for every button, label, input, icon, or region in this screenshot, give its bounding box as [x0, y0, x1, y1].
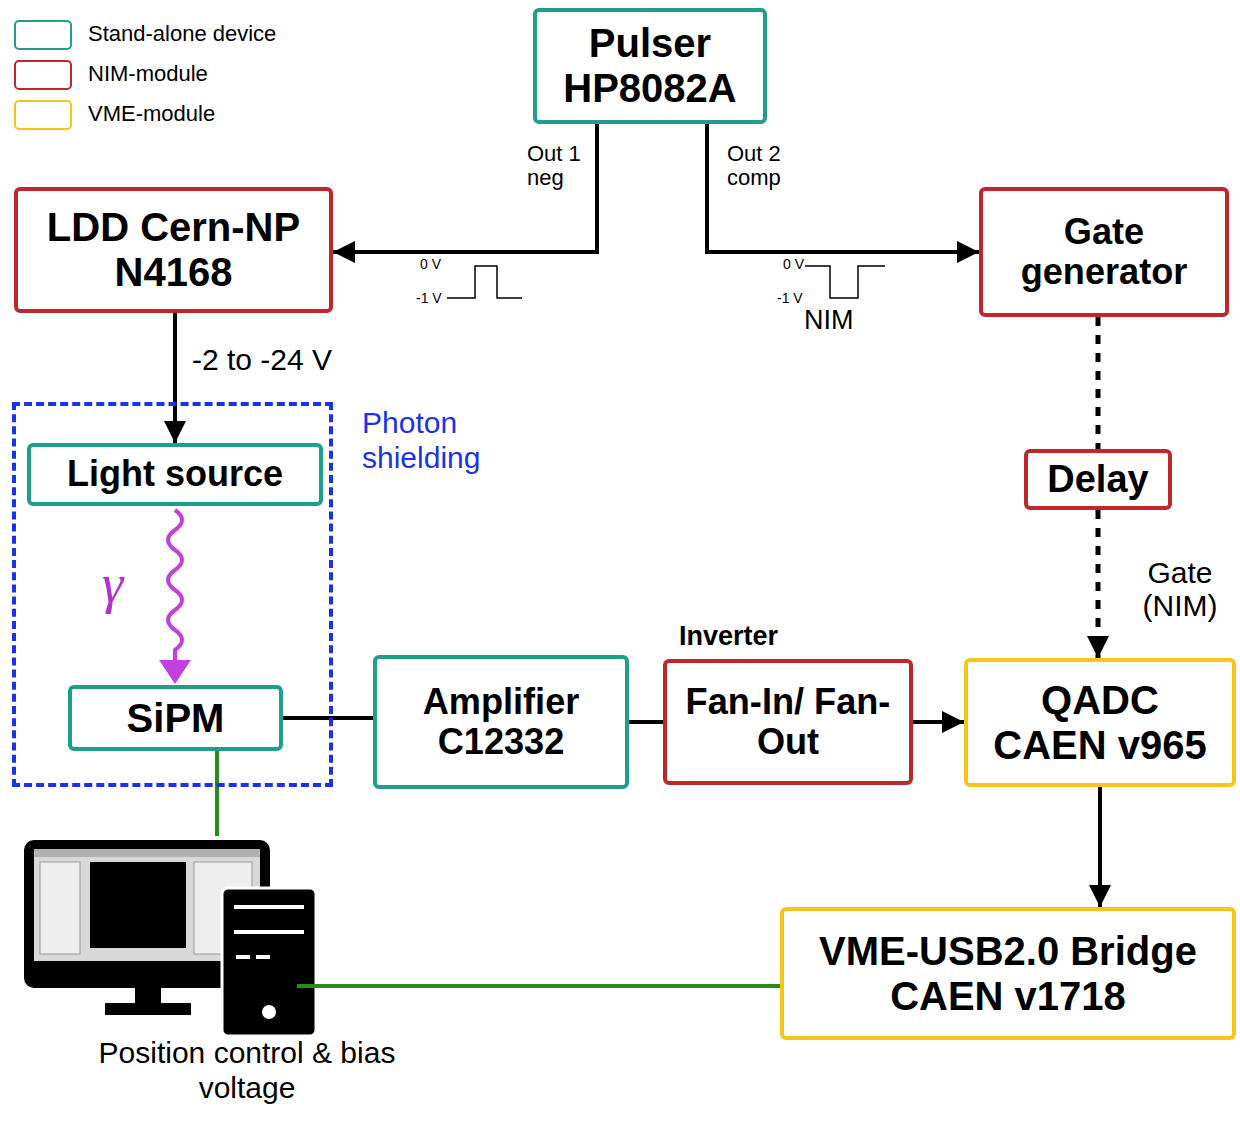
legend-text: VME-module — [88, 102, 215, 126]
edge-label: Out 1 neg — [527, 142, 599, 190]
device-box: Amplifier C12332 — [373, 655, 629, 789]
connector — [1098, 787, 1102, 907]
node-heading: Photon shielding — [362, 406, 532, 475]
connector — [1096, 510, 1101, 658]
photon-symbol: γ — [102, 555, 123, 614]
device-box: SiPM — [68, 685, 283, 751]
connector — [297, 984, 780, 988]
signal-label: 0 V — [783, 257, 804, 272]
nim-module-box: LDD Cern-NP N4168 — [14, 187, 333, 313]
photon-arrowhead — [159, 660, 191, 684]
vme-module-box: QADC CAEN v965 — [964, 658, 1236, 787]
node-label: Fan-In/ Fan-Out — [673, 682, 903, 763]
edge-label: Gate (NIM) — [1128, 556, 1232, 622]
node-label: VME-USB2.0 Bridge CAEN v1718 — [788, 929, 1228, 1019]
node-heading: Position control & bias voltage — [92, 1036, 402, 1105]
node-label: QADC CAEN v965 — [990, 678, 1210, 768]
shielding-region: Photon shieldingLight sourceSiPM — [12, 402, 333, 787]
photon-wave — [168, 510, 182, 662]
legend-text: NIM-module — [88, 62, 208, 86]
connector — [707, 124, 979, 252]
signal-label: NIM — [804, 306, 854, 336]
node-label: Light source — [67, 454, 283, 494]
edge-label: Out 2 comp — [727, 142, 807, 190]
node-label: LDD Cern-NP N4168 — [24, 205, 324, 295]
connector — [629, 720, 663, 724]
node-label: SiPM — [127, 696, 225, 741]
nim-module-box: Delay — [1024, 449, 1172, 510]
node-label: Amplifier C12332 — [383, 682, 619, 763]
connector — [173, 313, 177, 443]
legend-swatch — [14, 60, 72, 90]
node-label: Pulser HP8082A — [540, 21, 760, 111]
vme-module-box: VME-USB2.0 Bridge CAEN v1718 — [780, 907, 1236, 1040]
computer-icon — [24, 840, 316, 1036]
device-box: Light source — [27, 443, 323, 506]
connector — [215, 751, 219, 836]
signal-label: -1 V — [777, 291, 803, 306]
legend-swatch — [14, 100, 72, 130]
pulse-sketch — [805, 266, 885, 298]
node-heading: Inverter — [679, 621, 839, 652]
signal-label: -1 V — [416, 291, 442, 306]
connector — [913, 720, 964, 724]
nim-module-box: InverterFan-In/ Fan-Out — [663, 659, 913, 785]
connector — [283, 716, 373, 720]
legend-text: Stand-alone device — [88, 22, 276, 46]
device-box: Pulser HP8082A — [533, 8, 767, 124]
nim-module-box: Gate generator — [979, 187, 1229, 317]
legend-swatch — [14, 20, 72, 50]
node-label: Delay — [1047, 458, 1148, 501]
edge-label: -2 to -24 V — [192, 343, 392, 376]
computer-node: Position control & bias voltage — [22, 836, 402, 1120]
pulse-sketch — [447, 266, 522, 298]
signal-label: 0 V — [420, 257, 441, 272]
node-label: Gate generator — [989, 212, 1219, 293]
connector — [1096, 317, 1101, 449]
